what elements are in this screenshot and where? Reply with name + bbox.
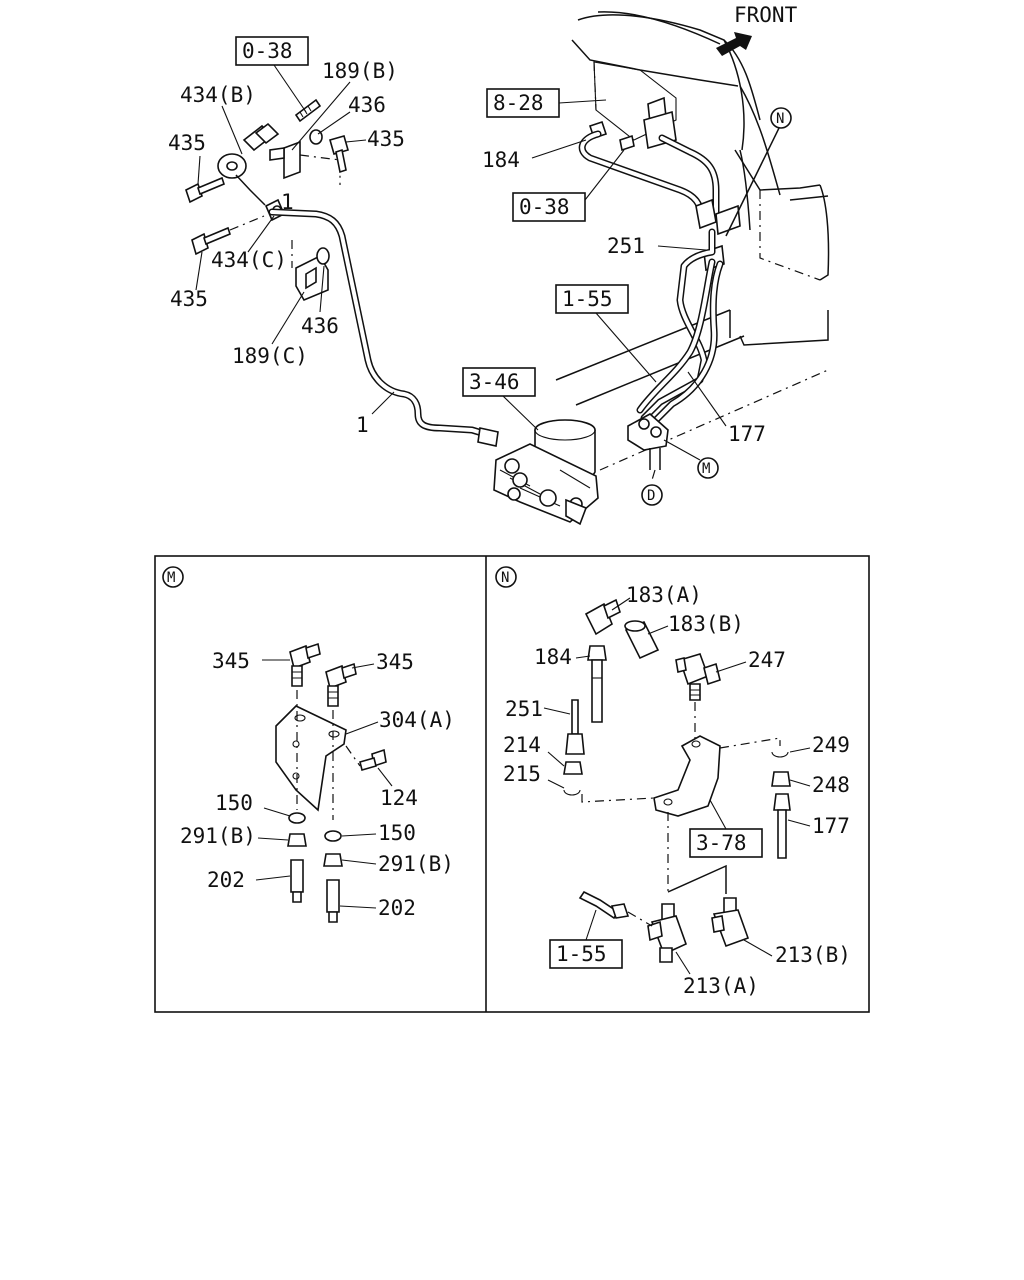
label-202-a: 202 [207,868,245,892]
label-150-b: 150 [378,821,416,845]
air-dryer-unit [493,419,599,526]
clamp-434b [217,153,266,206]
label-435-lower: 435 [170,287,208,311]
label-247: 247 [748,648,786,672]
label-291b-b: 291(B) [378,852,454,876]
bolt-435-lower [191,215,265,256]
detail-n-marker: N [501,570,509,586]
bolt-435-left [185,176,225,204]
top-left-assembly [185,98,349,302]
label-345-a: 345 [212,649,250,673]
bracket-189b [269,140,341,185]
ref-1-55-top: 1-55 [562,287,613,311]
label-1-top: 1 [281,190,294,214]
label-251: 251 [505,697,543,721]
label-183a: 183(A) [626,583,702,607]
ref-1-55: 1-55 [556,942,607,966]
label-436-lower: 436 [301,314,339,338]
label-215: 215 [503,762,541,786]
ref-0-38-mid: 0-38 [519,195,570,219]
label-345-b: 345 [376,650,414,674]
pipe-1 [268,208,499,447]
label-304a: 304(A) [379,708,455,732]
ref-3-78: 3-78 [696,831,747,855]
label-177-top: 177 [728,422,766,446]
bolt-435-right [329,135,349,174]
ref-3-46: 3-46 [469,370,520,394]
label-183b: 183(B) [668,612,744,636]
label-248: 248 [812,773,850,797]
circle-m-top: M [702,461,710,477]
detail-m: M 345 345 304(A) [162,566,455,923]
label-124: 124 [380,786,418,810]
label-436-top: 436 [348,93,386,117]
label-177: 177 [812,814,850,838]
label-184-top: 184 [482,148,520,172]
circle-n-top: N [776,111,784,127]
detail-m-marker: M [167,570,175,586]
chassis-outline [555,11,830,471]
front-orientation: FRONT [716,3,798,56]
front-arrow-icon [716,32,752,56]
detail-frame [154,555,870,1013]
label-1-bottom: 1 [356,413,369,437]
label-291b-a: 291(B) [180,824,256,848]
top-right-piping [578,96,781,481]
washer-436-lower [316,247,330,265]
label-435-left: 435 [168,131,206,155]
detail-n: N [495,566,851,998]
circle-d: D [647,488,655,504]
label-251-top: 251 [607,234,645,258]
label-189b: 189(B) [322,59,398,83]
label-184: 184 [534,645,572,669]
label-435-right: 435 [367,127,405,151]
label-213a: 213(A) [683,974,759,998]
ref-8-28: 8-28 [493,91,544,115]
label-214: 214 [503,733,541,757]
label-150-a: 150 [215,791,253,815]
union-fitting [242,122,280,152]
label-213b: 213(B) [775,943,851,967]
label-434c: 434(C) [211,248,287,272]
top-callouts: 0-38 189(B) 434(B) 436 435 435 1 434(C) … [168,36,792,506]
bolt-434b [294,98,322,123]
label-189c: 189(C) [232,344,308,368]
label-249: 249 [812,733,850,757]
label-202-b: 202 [378,896,416,920]
front-label: FRONT [734,3,798,27]
ref-0-38-top: 0-38 [242,39,293,63]
label-434b: 434(B) [180,83,256,107]
